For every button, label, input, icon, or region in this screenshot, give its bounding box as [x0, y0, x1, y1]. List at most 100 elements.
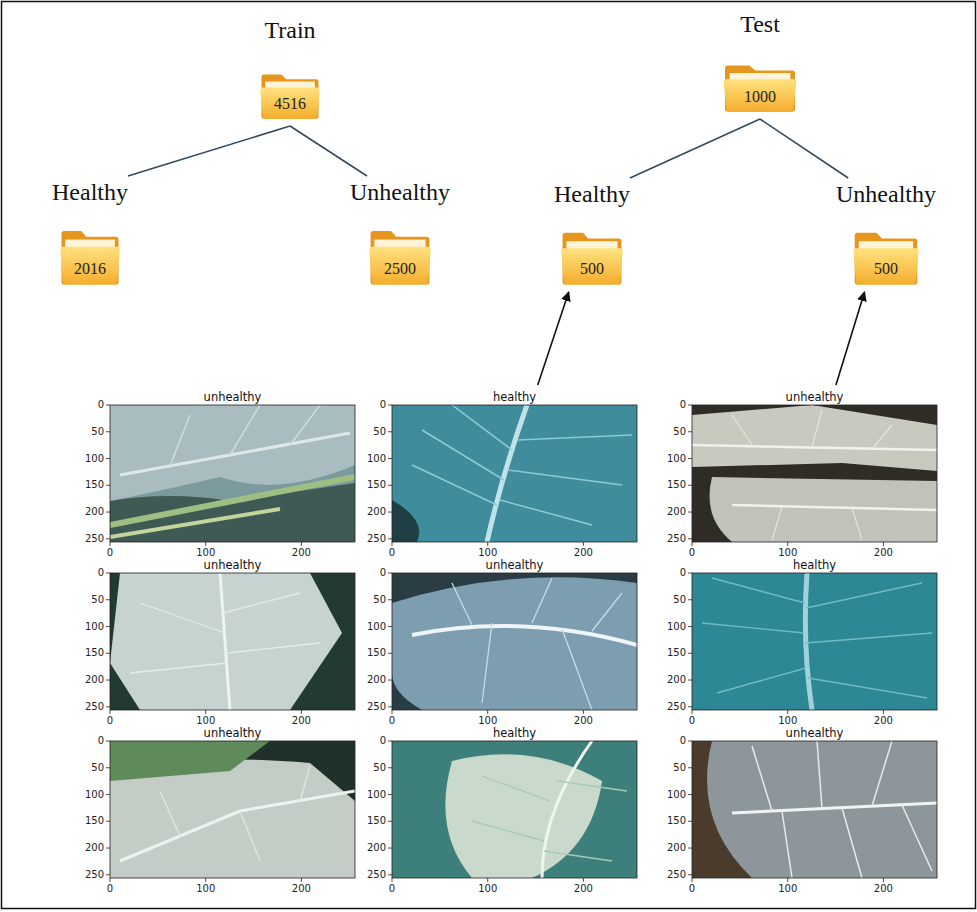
axis-ticks — [106, 405, 883, 882]
tick-mark — [301, 542, 302, 546]
leaf-photo — [392, 405, 637, 542]
axis-tick-label: 0 — [680, 399, 686, 411]
tick-mark — [388, 458, 392, 459]
folder-box: 4516 — [259, 72, 321, 120]
axis-tick-label: 0 — [680, 567, 686, 579]
leaf-photo-part-part — [472, 776, 627, 861]
leaf-photo-part — [392, 573, 637, 710]
axis-tick-label: 250 — [85, 533, 104, 545]
tick-mark — [688, 821, 692, 822]
leaf-photo-part-part — [110, 509, 280, 537]
tick-mark — [106, 741, 110, 742]
tick-mark — [392, 710, 393, 714]
axis-tick-label: 50 — [673, 762, 686, 774]
axis-tick-label: 250 — [85, 701, 104, 713]
panel-title: unhealthy — [110, 557, 355, 573]
tick-mark — [106, 458, 110, 459]
panel-title: healthy — [692, 557, 937, 573]
leaf-photo — [110, 405, 355, 542]
folder-count: 2500 — [368, 260, 432, 278]
tick-mark — [388, 821, 392, 822]
tick-mark — [106, 794, 110, 795]
tick-mark — [688, 874, 692, 875]
leaf-photo-part — [692, 405, 937, 542]
tick-mark — [388, 874, 392, 875]
axis-tick-label: 100 — [367, 453, 386, 465]
leaf-photo-part-part — [805, 573, 812, 710]
tick-mark — [205, 710, 206, 714]
leaf-photo-part — [392, 573, 637, 710]
leaf-photo-part — [110, 741, 355, 878]
tick-mark — [388, 405, 392, 406]
folder-icon — [852, 230, 920, 286]
leaf-photo-part-part — [170, 405, 320, 466]
tick-mark — [388, 485, 392, 486]
tick-mark — [392, 878, 393, 882]
leaf-photo-part-part — [732, 803, 937, 813]
axis-tick-label: 0 — [98, 399, 104, 411]
axis-tick-label: 200 — [667, 506, 686, 518]
axis-tick-label: 200 — [574, 547, 593, 559]
leaf-photo-part-part — [110, 483, 355, 542]
folder-count: 500 — [560, 260, 624, 278]
folder-heading: Train — [255, 16, 325, 44]
tick-mark — [388, 431, 392, 432]
tick-mark — [688, 538, 692, 539]
panel-title: unhealthy — [110, 389, 355, 405]
axis-tick-label: 0 — [107, 883, 113, 895]
tick-mark — [883, 878, 884, 882]
leaf-photo-part-part — [160, 766, 310, 861]
tick-mark — [106, 848, 110, 849]
axis-tick-label: 0 — [107, 547, 113, 559]
panel-title: unhealthy — [110, 725, 355, 741]
folder-heading: Test — [718, 10, 802, 38]
leaf-photo — [692, 573, 937, 710]
tick-mark — [106, 599, 110, 600]
tick-mark — [688, 512, 692, 513]
axis-tick-label: 150 — [667, 647, 686, 659]
connector — [128, 126, 290, 176]
tick-mark — [301, 878, 302, 882]
tick-mark — [688, 653, 692, 654]
axis-tick-label: 0 — [689, 883, 695, 895]
leaf-photo-part-part — [120, 433, 350, 475]
tick-mark — [392, 542, 393, 546]
tick-mark — [388, 653, 392, 654]
tick-mark — [110, 710, 111, 714]
connector — [836, 292, 865, 385]
leaf-photo — [692, 741, 937, 878]
tick-mark — [692, 710, 693, 714]
panel-title: unhealthy — [692, 389, 937, 405]
tick-mark — [106, 874, 110, 875]
image-panel: healthy — [392, 725, 637, 878]
axis-tick-label: 150 — [667, 815, 686, 827]
axis-tick-label: 0 — [689, 715, 695, 727]
axis-tick-label: 200 — [667, 842, 686, 854]
axis-tick-label: 100 — [778, 883, 797, 895]
leaf-photo-part-part — [392, 500, 419, 542]
axis-tick-label: 50 — [91, 426, 104, 438]
folder-node: Train 4516 — [255, 16, 325, 120]
folder-box: 2500 — [368, 228, 432, 286]
axis-tick-label: 100 — [196, 715, 215, 727]
axis-tick-label: 200 — [85, 842, 104, 854]
axis-tick-label: 0 — [98, 735, 104, 747]
tick-mark — [388, 512, 392, 513]
axis-tick-label: 100 — [196, 883, 215, 895]
leaf-photo-part-part — [707, 741, 937, 878]
panel-title: healthy — [392, 389, 637, 405]
panel-title: unhealthy — [692, 725, 937, 741]
tick-mark — [106, 538, 110, 539]
folder-icon — [368, 228, 432, 286]
axis-tick-label: 0 — [689, 547, 695, 559]
leaf-photo-part — [110, 573, 355, 710]
leaf-photo-part-part — [110, 405, 355, 542]
image-panel: unhealthy — [692, 725, 937, 878]
image-panel: unhealthy — [110, 389, 355, 542]
axis-tick-label: 0 — [380, 399, 386, 411]
leaf-photo-part-part — [692, 741, 937, 878]
axis-tick-label: 0 — [389, 883, 395, 895]
